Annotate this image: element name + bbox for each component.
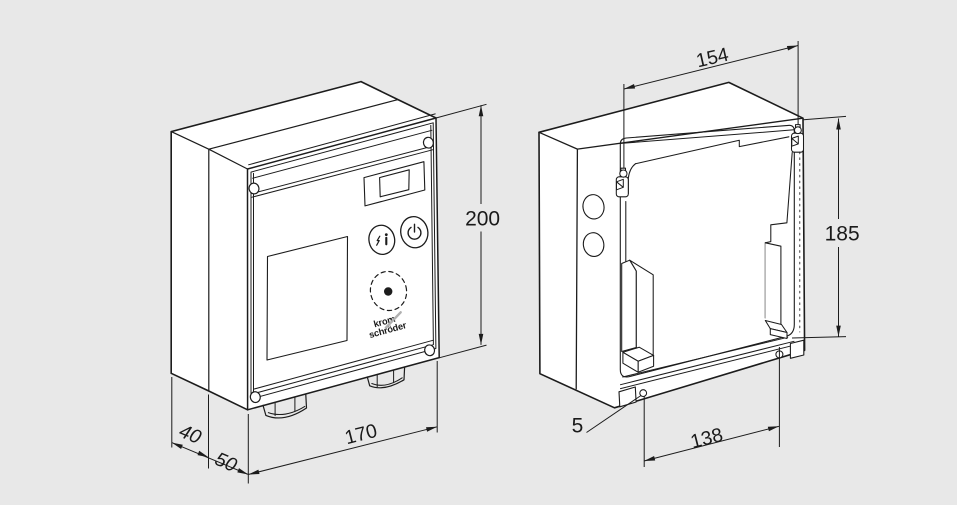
svg-text:5: 5 (572, 415, 584, 438)
svg-text:185: 185 (825, 222, 860, 245)
svg-text:200: 200 (465, 208, 500, 231)
